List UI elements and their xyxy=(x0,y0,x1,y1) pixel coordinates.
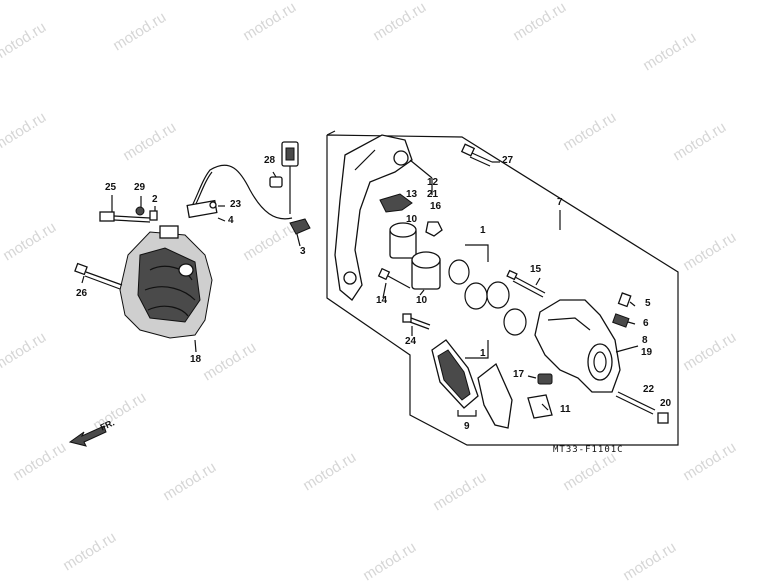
assembly-outline xyxy=(326,134,679,446)
callout-22: 22 xyxy=(643,384,655,395)
piston-10a xyxy=(389,222,417,259)
callout-27: 27 xyxy=(502,155,514,166)
bolt-24 xyxy=(402,313,431,330)
brake-pad-set-9 xyxy=(431,339,513,429)
callout-25: 25 xyxy=(105,182,117,193)
piston-10b xyxy=(411,251,441,290)
seal-kit-1 xyxy=(448,244,527,359)
callout-19: 19 xyxy=(641,347,653,358)
callout-13: 13 xyxy=(406,189,418,200)
pin-22 xyxy=(615,391,656,415)
callout-15: 15 xyxy=(530,264,542,275)
callout-21: 21 xyxy=(427,189,439,200)
pin-14 xyxy=(377,267,411,289)
pin-15 xyxy=(506,269,546,298)
callout-28: 28 xyxy=(264,155,276,166)
callout-1b: 1 xyxy=(480,348,486,359)
clamp-3 xyxy=(289,218,311,235)
sensor-cable xyxy=(189,164,293,220)
callout-4: 4 xyxy=(228,215,234,226)
callout-2: 2 xyxy=(152,194,158,205)
callout-17: 17 xyxy=(513,369,525,380)
bolt-25 xyxy=(99,211,151,223)
caliper-bracket xyxy=(334,134,413,301)
boot-16 xyxy=(425,221,443,237)
callout-5: 5 xyxy=(645,298,651,309)
connector-28 xyxy=(269,141,299,214)
pin-27 xyxy=(460,143,493,167)
callout-11: 11 xyxy=(560,404,571,415)
cap-6 xyxy=(612,313,630,328)
callout-10b: 10 xyxy=(416,295,428,306)
callout-10a: 10 xyxy=(406,214,418,225)
nut-20 xyxy=(657,412,669,424)
callout-9: 9 xyxy=(464,421,470,432)
callout-6: 6 xyxy=(643,318,649,329)
bolt-23 xyxy=(209,201,217,209)
caliper-body-19 xyxy=(534,299,621,393)
callout-12: 12 xyxy=(427,177,439,188)
bleeder-5 xyxy=(617,292,632,308)
diagram-code: MT33-F1101C xyxy=(553,445,624,455)
bleeder-cap-29 xyxy=(135,206,145,216)
callout-26: 26 xyxy=(76,288,88,299)
callout-8: 8 xyxy=(642,335,648,346)
callout-3: 3 xyxy=(300,246,306,257)
plug-17 xyxy=(537,373,553,385)
spring-plate-13 xyxy=(379,193,413,213)
bolt-26 xyxy=(74,262,123,290)
callout-16: 16 xyxy=(430,201,442,212)
leader-lines xyxy=(81,159,639,411)
callout-29: 29 xyxy=(134,182,146,193)
callout-20: 20 xyxy=(660,398,672,409)
pad-spring-11 xyxy=(527,394,553,419)
callout-7: 7 xyxy=(557,197,563,208)
callout-1a: 1 xyxy=(480,225,486,236)
bleeder-screw-2 xyxy=(149,210,158,221)
callout-14: 14 xyxy=(376,295,388,306)
caliper-assembly-18 xyxy=(119,225,213,339)
front-direction-arrow-icon xyxy=(68,425,107,447)
callout-23: 23 xyxy=(230,199,242,210)
callout-18: 18 xyxy=(190,354,202,365)
callout-24: 24 xyxy=(405,336,417,347)
